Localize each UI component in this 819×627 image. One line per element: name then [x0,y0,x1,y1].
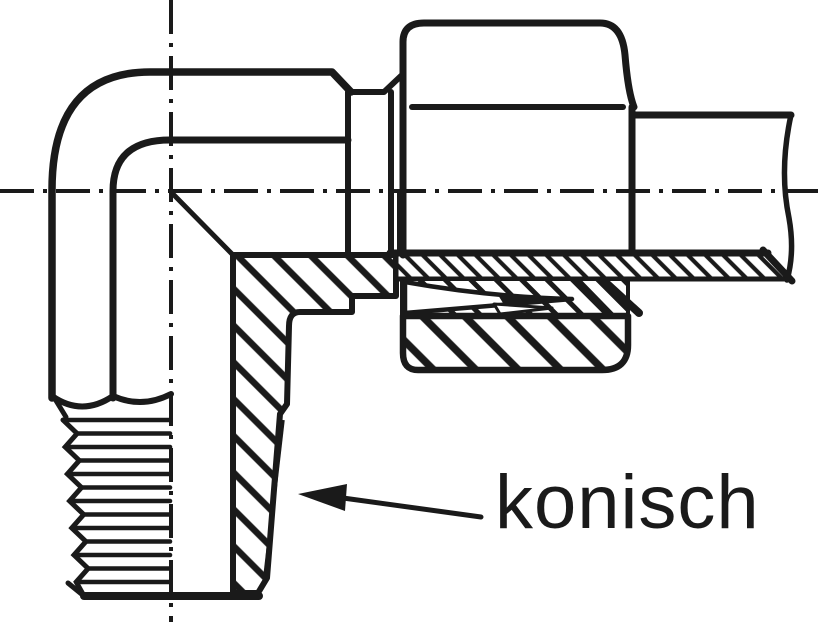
thread-flank-zigzag [60,417,92,599]
nut-thread-chamfer-lines [573,277,643,323]
collar-outline [345,72,405,257]
cutting-ring-gap [402,279,575,316]
tube-outline [628,111,795,283]
leader-line [340,495,484,520]
section-cut-diagonal [169,190,236,258]
elbow-outer-contour [48,68,355,402]
nut-section-hatch [399,312,632,374]
cutting-edge-sliver [498,295,570,303]
arrowhead-icon [298,484,347,511]
annotation-konisch: konisch [298,460,760,545]
union-nut-outline [399,19,638,259]
nut-left-and-top [399,19,638,259]
cutting-ring-tip-gap [492,302,554,316]
tube-wall-section-hatch [393,250,793,282]
thread-start-chamfer [52,396,69,420]
konisch-label: konisch [495,460,760,545]
tube-break-line [781,112,795,283]
male-thread-konisch [60,417,173,599]
elbow-inner-contour [109,136,352,402]
body-thread-root-line [263,419,285,577]
